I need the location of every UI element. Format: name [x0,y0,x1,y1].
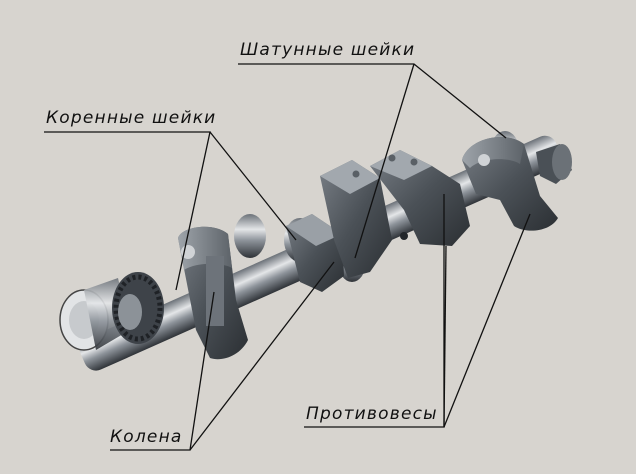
label-main-journals: Коренные шейки [46,108,217,128]
leader-connecting-rod-journals [238,63,507,139]
label-connecting-rod-journals: Шатунные шейки [240,40,416,60]
label-counterweights: Противовесы [306,404,438,424]
crank-1 [178,226,248,360]
label-cranks: Колена [110,427,183,447]
crank-5 [462,137,572,231]
timing-gear [112,272,164,344]
crank-2 [286,214,344,292]
crank-3 [320,160,392,278]
leader-lines [44,63,531,451]
crank-4 [370,150,470,246]
